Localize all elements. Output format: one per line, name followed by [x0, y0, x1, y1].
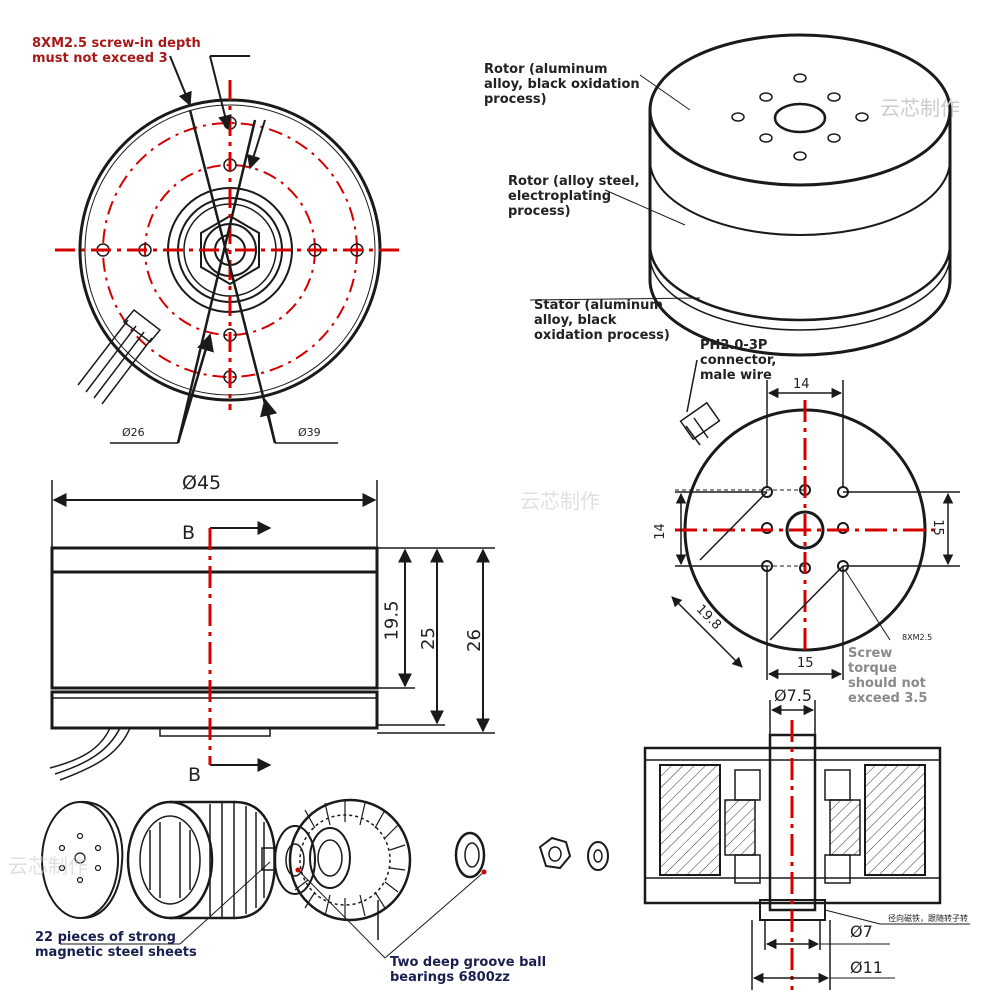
iso-holes: [731, 73, 869, 161]
dim-bottom-15: 15: [797, 656, 814, 671]
bottom-view: [671, 359, 960, 680]
rotor-steel-label: Rotor (alloy steel, electroplating proce…: [508, 174, 640, 219]
section-mark-top: B: [182, 522, 196, 544]
bearings-note: Two deep groove ball bearings 6800zz: [390, 955, 547, 985]
dia-7-5-label: Ø7.5: [774, 686, 813, 705]
height-19-5-label: 19.5: [381, 600, 403, 641]
dia-39-label: Ø39: [298, 426, 321, 439]
stator-teeth: [294, 800, 406, 920]
watermark: 云芯制作: [520, 489, 600, 513]
dia-7-label: Ø7: [850, 922, 873, 941]
connector-note: PH2.0-3P connector, male wire: [700, 338, 777, 383]
dim-right-15: 15: [929, 519, 945, 536]
lead-wires: [77, 308, 162, 405]
side-view: [49, 480, 495, 781]
screw-depth-note: 8XM2.5 screw-in depth must not exceed 3: [32, 36, 201, 66]
screw-torque-note: Screw torque should not exceed 3.5: [848, 646, 928, 706]
dia-11-label: Ø11: [850, 958, 883, 977]
magnets-note: 22 pieces of strong magnetic steel sheet…: [35, 930, 197, 960]
watermark: 云芯制作: [8, 854, 88, 878]
height-25-label: 25: [417, 627, 439, 650]
front-view-top: [55, 55, 400, 444]
magnet-segments: [149, 803, 265, 917]
stator-label: Stator (aluminum alloy, black oxidation …: [534, 298, 670, 343]
endcap-holes: [58, 832, 102, 884]
rotor-aluminum-label: Rotor (aluminum alloy, black oxidation p…: [484, 62, 640, 107]
isometric-view: [529, 33, 952, 357]
dia-26-label: Ø26: [122, 426, 145, 439]
radial-magnet-note: 径向磁铁，跟随转子转: [888, 914, 968, 923]
dim-left-14: 14: [652, 523, 668, 540]
screw-spec-label: 8XM2.5: [902, 633, 933, 642]
watermark: 云芯制作: [880, 96, 960, 120]
section-mark-bottom: B: [188, 764, 202, 786]
dia-45-label: Ø45: [182, 472, 222, 494]
dim-top-14: 14: [793, 377, 810, 392]
section-view: [643, 700, 970, 990]
exploded-view: [41, 798, 609, 959]
height-26-label: 26: [463, 629, 485, 652]
